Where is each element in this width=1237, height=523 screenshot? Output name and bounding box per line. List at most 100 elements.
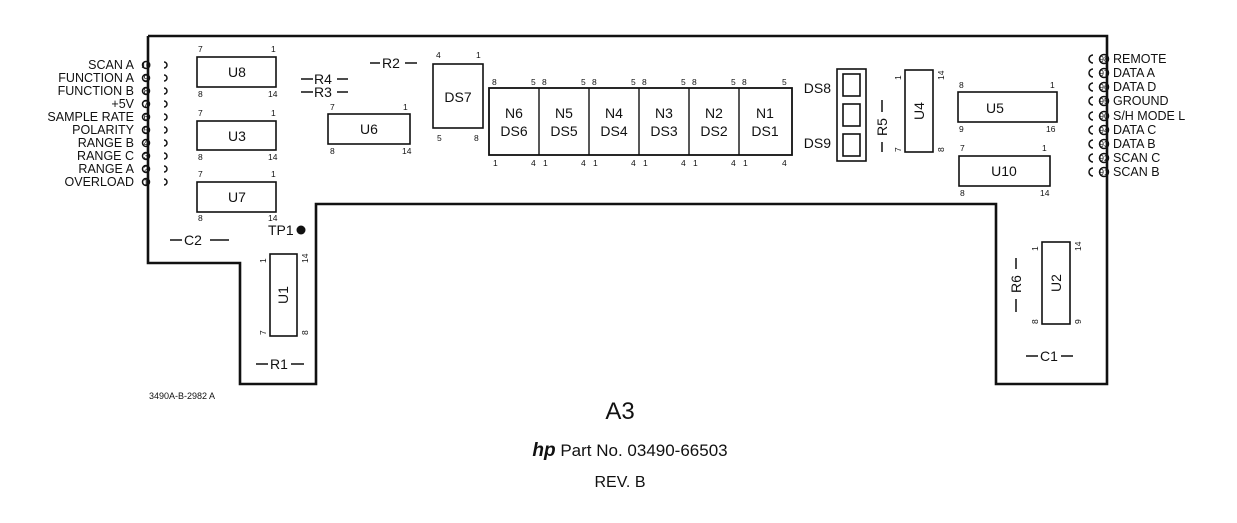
u6-pin: 8 [330,146,335,156]
led-stack: DS8 DS9 [804,68,867,162]
ic-u1: U1 1 14 7 8 [258,253,310,337]
hp-logo: hp [532,440,556,461]
u7-label: U7 [228,189,246,205]
ic-u5: U5 8 1 9 16 [957,80,1058,134]
left-label-2: FUNCTION A [58,71,134,85]
ic-u7: U7 7 1 8 14 [196,169,278,223]
u1-pin: 1 [258,258,268,263]
u7-pin: 1 [271,169,276,179]
resistor-r6: R6 [1008,258,1024,312]
ds7-pin: 4 [436,50,441,60]
digit-pin: 8 [592,77,597,87]
ic-u6: U6 7 1 8 14 [327,102,412,156]
u1-pin: 7 [258,330,268,335]
u8-pin: 7 [198,44,203,54]
right-label-2: DATA A [1113,66,1156,80]
r4-label: R4 [314,71,332,87]
u7-pin: 8 [198,213,203,223]
u1-pin: 8 [300,330,310,335]
digit-ds-label: DS1 [751,123,778,139]
digit-pin: 8 [542,77,547,87]
digit-pin: 5 [631,77,636,87]
ds9-label: DS9 [804,135,831,151]
digit-n-label: N2 [705,105,723,121]
u2-pin: 8 [1030,319,1040,324]
tp1-label: TP1 [268,222,294,238]
right-label-9: SCAN B [1113,165,1160,179]
digit-n-label: N3 [655,105,673,121]
left-pin-number: 2 [144,164,149,174]
resistor-r5: R5 [874,100,890,152]
part-number: Part No. 03490-66503 [560,441,728,460]
right-pin-number: 90 [1099,111,1109,121]
ds7-pin: 1 [476,50,481,60]
u8-pin: 14 [268,89,278,99]
right-label-5: S/H MODE L [1113,109,1185,123]
digit-pin: 4 [681,158,686,168]
digit-pin: 4 [581,158,586,168]
resistor-r1: R1 [256,356,304,372]
ic-u8: U8 7 1 8 14 [196,44,278,99]
ic-u10: U10 7 1 8 14 [958,143,1051,198]
digit-pin: 8 [692,77,697,87]
digit-pin: 4 [782,158,787,168]
left-pin-number: 1 [144,177,149,187]
assembly-id: A3 [605,398,635,425]
digit-n-label: N6 [505,105,523,121]
u6-pin: 14 [402,146,412,156]
part-number-line: hp Part No. 03490-66503 [480,440,780,462]
right-label-6: DATA C [1113,123,1156,137]
u3-pin: 8 [198,152,203,162]
left-label-7: RANGE B [78,136,134,150]
digit-pin: 8 [642,77,647,87]
digit-ds-label: DS2 [700,123,727,139]
digit-pin: 1 [493,158,498,168]
resistor-r2: R2 [370,55,417,71]
u3-pin: 14 [268,152,278,162]
right-label-4: GROUND [1113,94,1169,108]
revision: REV. B [594,474,646,491]
u3-pin: 1 [271,108,276,118]
u4-pin: 1 [893,75,903,80]
u10-pin: 14 [1040,188,1050,198]
u10-pin: 7 [960,143,965,153]
digit-pin: 1 [643,158,648,168]
left-label-3: FUNCTION B [58,84,134,98]
left-pin-number: 4 [144,138,149,148]
left-pin-number: 3 [144,151,149,161]
u3-pin: 7 [198,108,203,118]
digit-pin: 8 [742,77,747,87]
left-label-10: OVERLOAD [65,175,134,189]
u5-pin: 16 [1046,124,1056,134]
u2-label: U2 [1048,274,1064,292]
right-label-1: REMOTE [1113,52,1166,66]
digit-ds-label: DS6 [500,123,527,139]
u2-pin: 1 [1030,246,1040,251]
u6-pin: 7 [330,102,335,112]
u7-pin: 14 [268,213,278,223]
c1-label: C1 [1040,348,1058,364]
r1-label: R1 [270,356,288,372]
ic-u2: U2 1 14 8 9 [1030,241,1083,325]
digit-pin: 4 [631,158,636,168]
ds7-pin: 5 [437,133,442,143]
digit-n-label: N5 [555,105,573,121]
left-pin-number: 6 [144,112,149,122]
u5-label: U5 [986,100,1004,116]
u1-label: U1 [275,286,291,304]
left-pin-number: 8 [144,86,149,96]
digit-pin: 1 [743,158,748,168]
ds8-label: DS8 [804,80,831,96]
right-label-3: DATA D [1113,80,1156,94]
r3-label: R3 [314,84,332,100]
u8-pin: 1 [271,44,276,54]
u5-pin: 8 [959,80,964,90]
resistor-r4: R4 [301,71,348,87]
u4-pin: 8 [936,147,946,152]
right-pin-number: 93 [1099,139,1109,149]
digit-pin: 4 [531,158,536,168]
u4-pin: 7 [893,147,903,152]
u2-pin: 9 [1073,319,1083,324]
right-pin-number: 92 [1099,153,1109,163]
ds7-pin: 8 [474,133,479,143]
